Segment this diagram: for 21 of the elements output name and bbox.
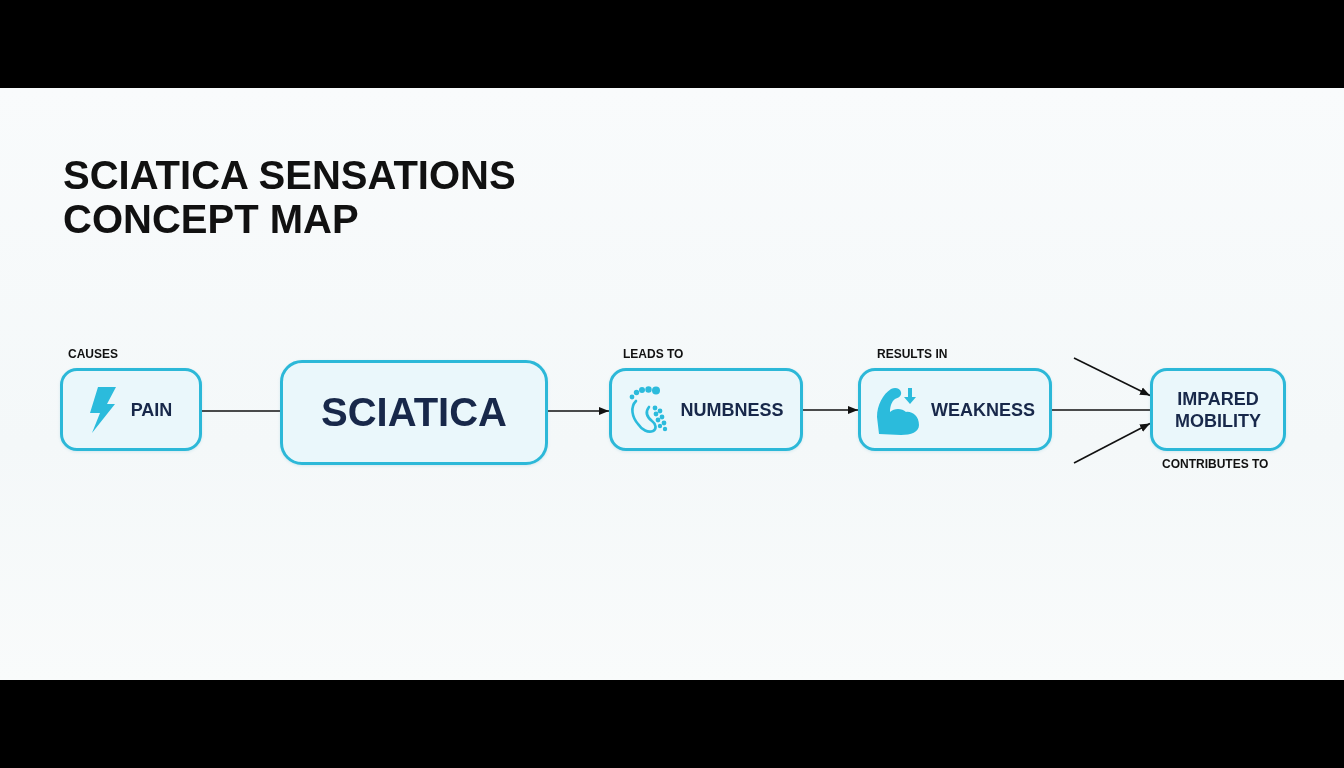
concept-box [60, 368, 202, 451]
connector-line [201, 410, 281, 412]
concept-box [280, 360, 548, 465]
arrow [547, 407, 610, 415]
arrow [1073, 357, 1151, 397]
concept-box [609, 368, 803, 451]
concept-label: IMPARED MOBILITY [1174, 387, 1262, 432]
concept-label: NUMBNESS [680, 398, 784, 421]
concept-label: WEAKNESS [931, 398, 1035, 421]
concept-label: PAIN [130, 398, 173, 421]
arrow [1073, 422, 1151, 464]
relation-label: RESULTS IN [877, 347, 948, 361]
arrow [802, 406, 859, 414]
concept-label: SCIATICA [321, 389, 507, 436]
connector-line [1051, 409, 1151, 411]
relation-label: CAUSES [68, 347, 118, 361]
relation-label: LEADS TO [623, 347, 684, 361]
concept-box [1150, 368, 1286, 451]
diagram-title: SCIATICA SENSATIONS CONCEPT MAP [63, 153, 517, 241]
concept-box [858, 368, 1052, 451]
relation-label: CONTRIBUTES TO [1162, 457, 1269, 471]
